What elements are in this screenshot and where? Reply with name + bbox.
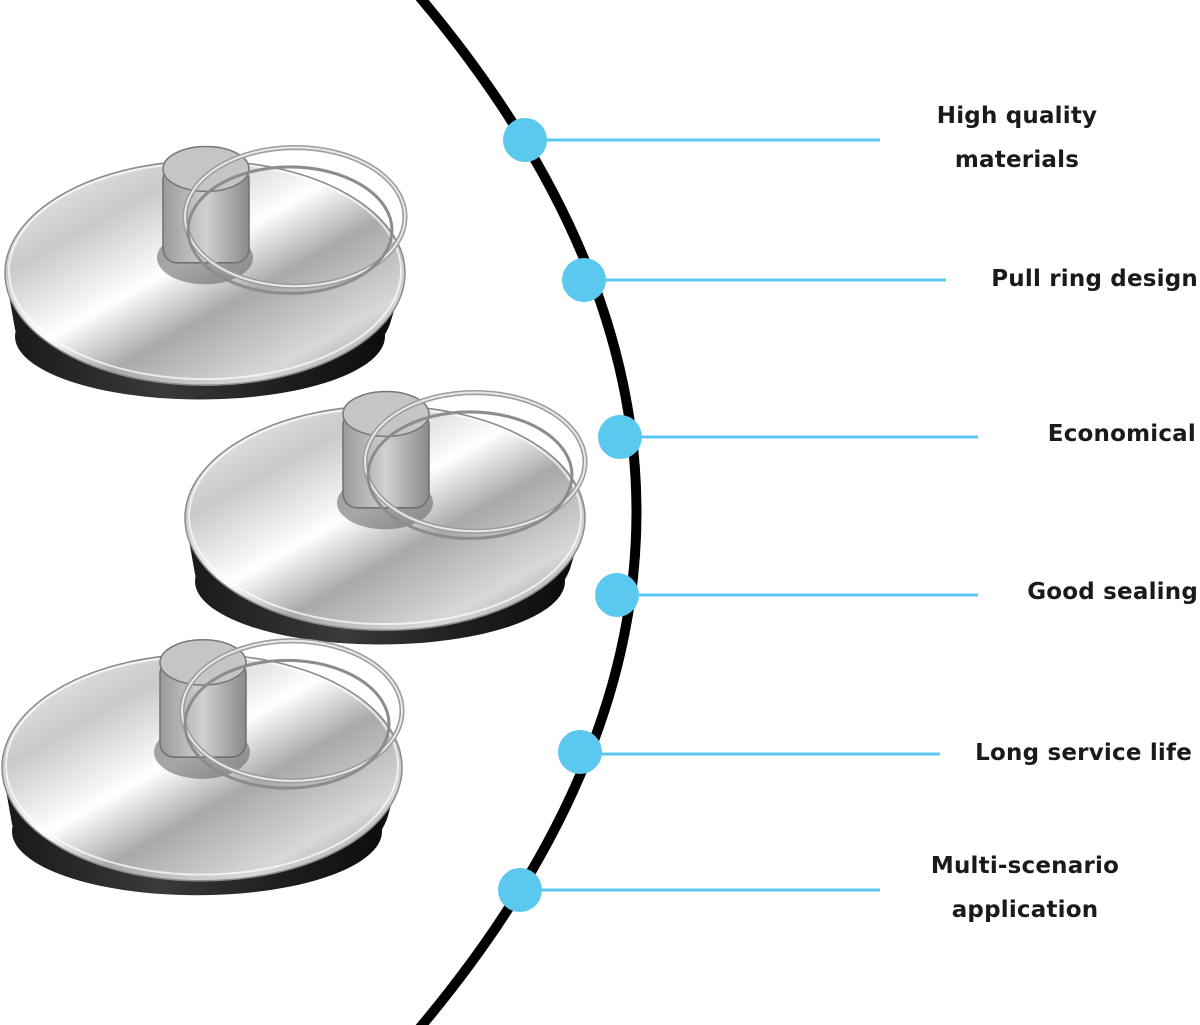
bullet-dot-5 bbox=[558, 730, 602, 774]
bullet-dot-1 bbox=[503, 118, 547, 162]
feature-label-multi-scenario: Multi-scenario application bbox=[930, 853, 1120, 923]
sink-stopper-icon bbox=[5, 147, 405, 400]
sink-stopper-icon bbox=[2, 640, 402, 895]
bullet-dot-3 bbox=[598, 415, 642, 459]
sink-stopper-icon bbox=[185, 392, 585, 645]
feature-label-economical: Economical bbox=[1047, 421, 1196, 447]
bullet-dot-4 bbox=[595, 573, 639, 617]
bullet-dot-2 bbox=[562, 258, 606, 302]
feature-label-good-sealing: Good sealing bbox=[1027, 579, 1198, 605]
bullet-dot-6 bbox=[498, 868, 542, 912]
feature-label-long-service: Long service life bbox=[975, 740, 1192, 766]
feature-label-high-quality: High quality materials bbox=[936, 103, 1098, 173]
feature-label-pull-ring: Pull ring design bbox=[991, 266, 1198, 292]
